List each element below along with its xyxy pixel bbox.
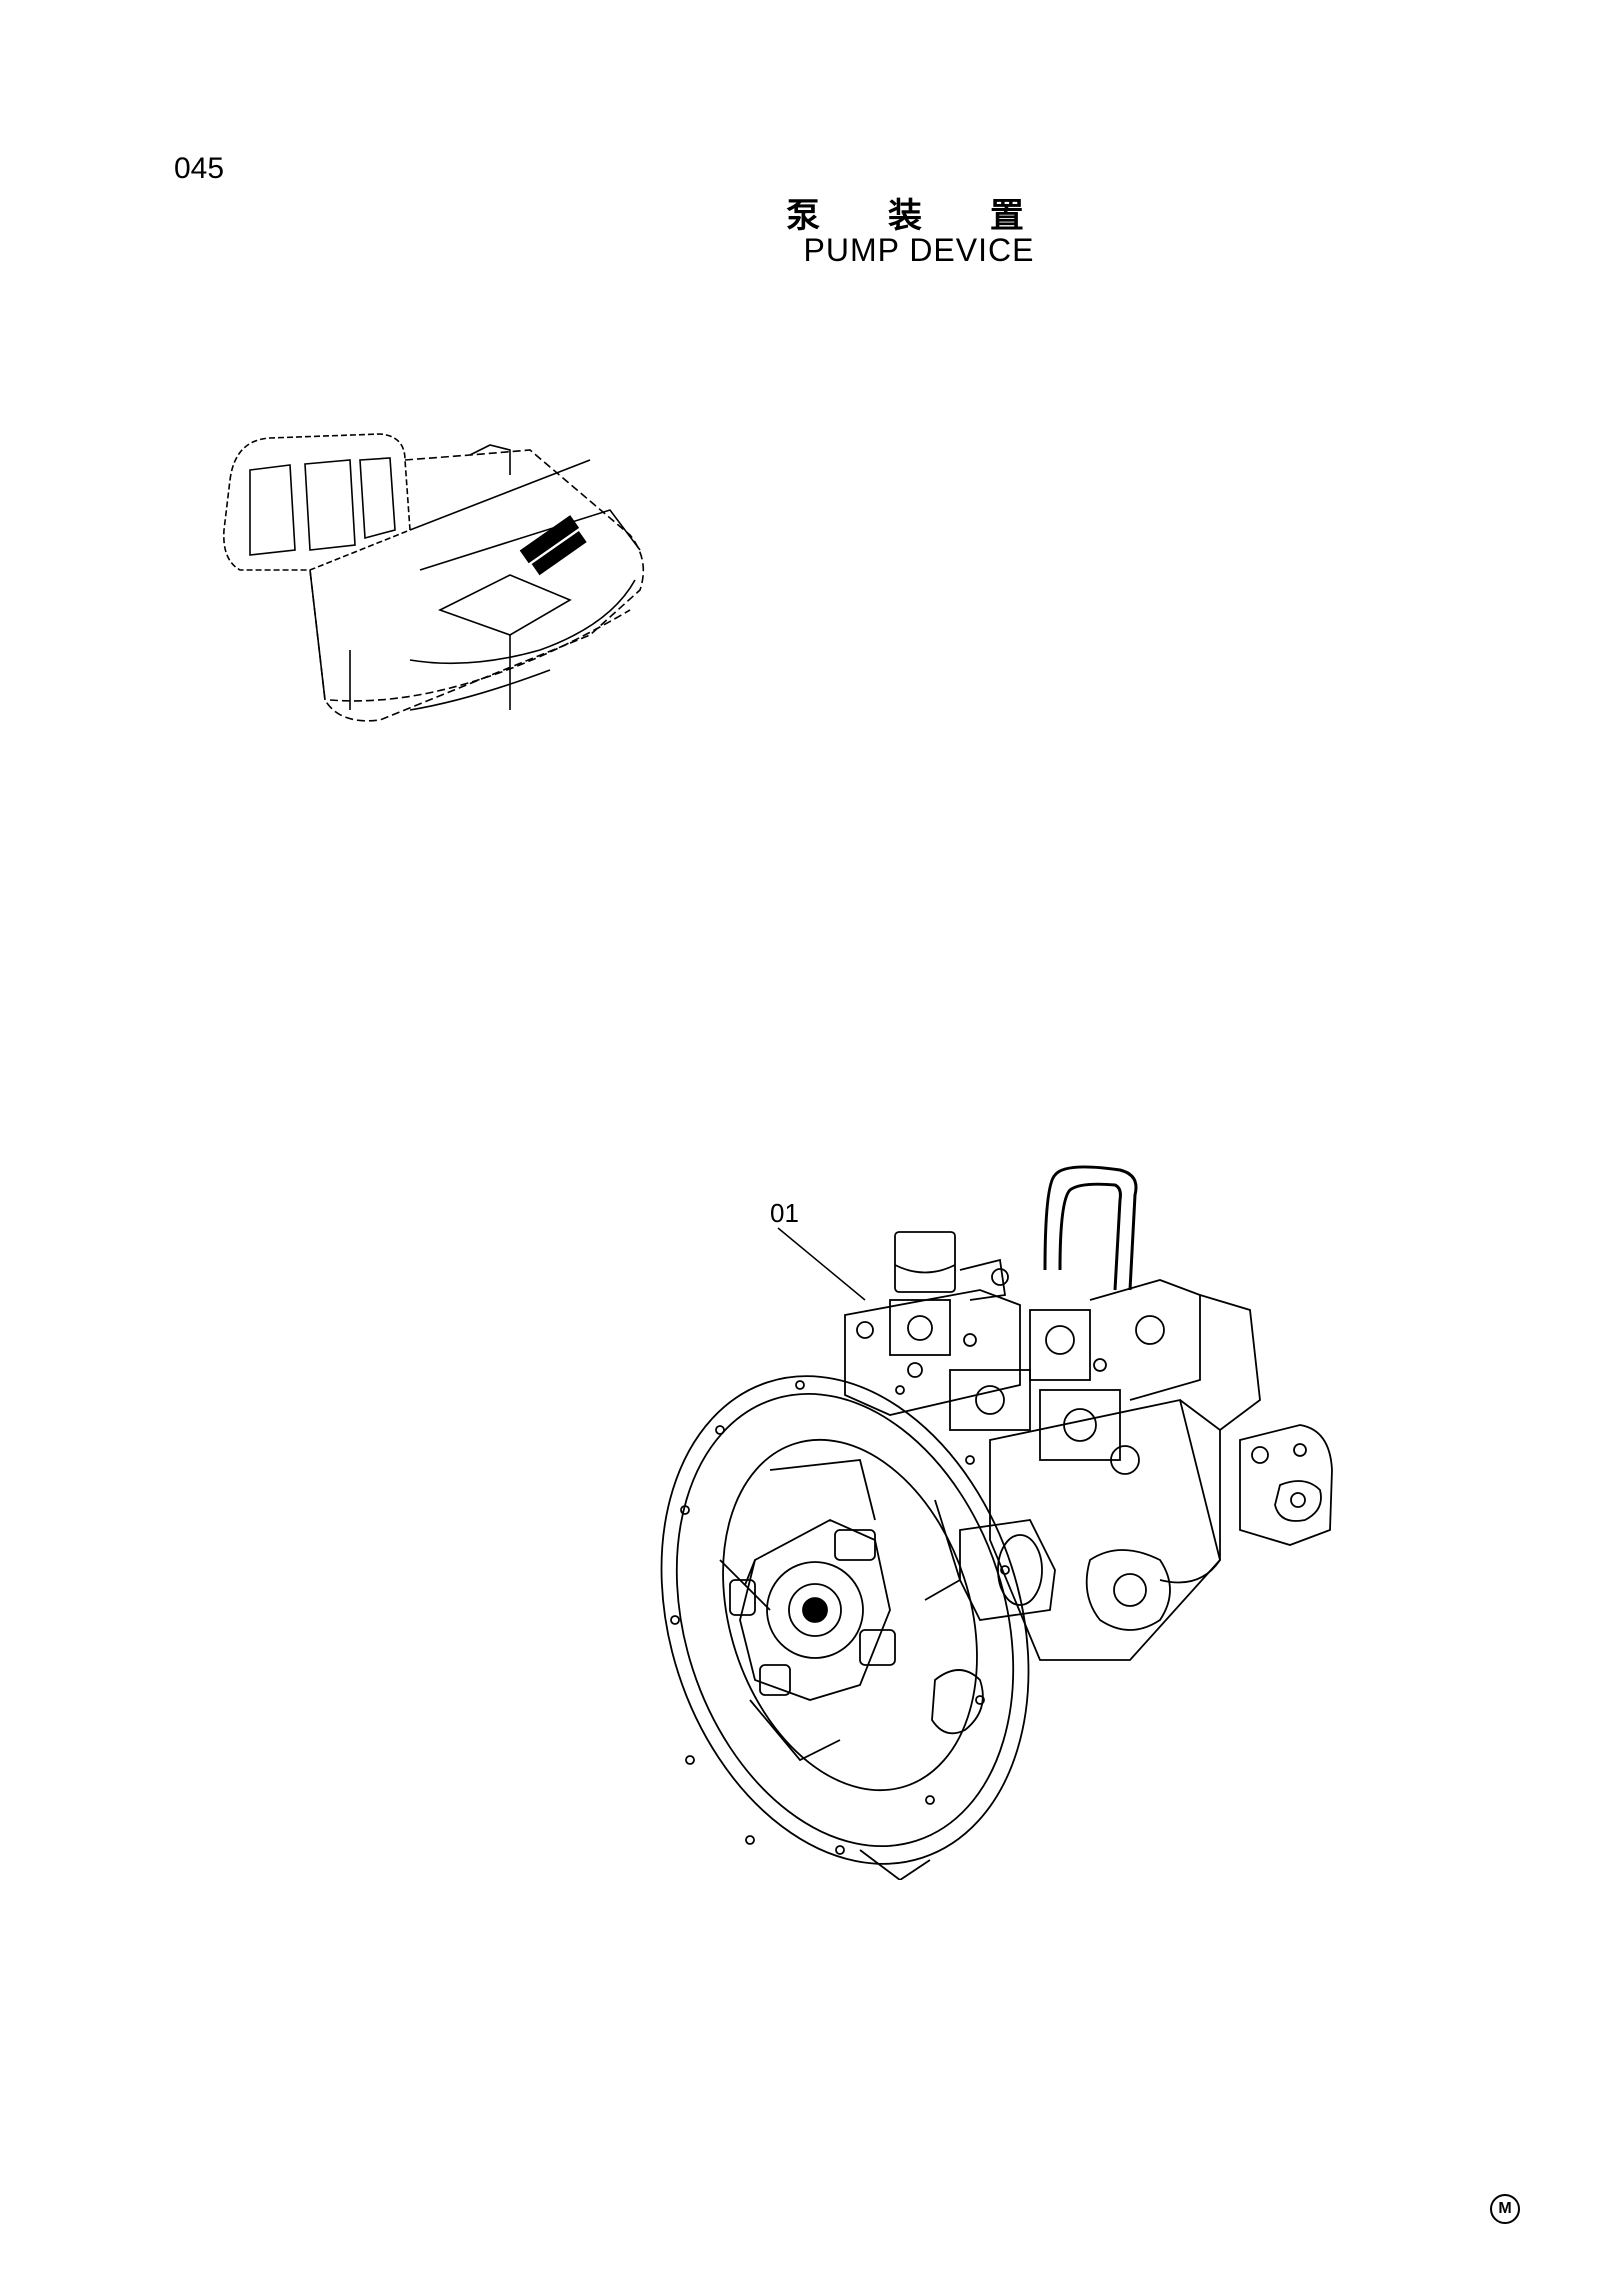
title-english: PUMP DEVICE	[803, 232, 1035, 268]
hydraulic-pump-assembly-icon	[660, 1140, 1340, 1880]
excavator-upper-structure-icon	[210, 420, 680, 750]
page-number: 045	[174, 152, 225, 185]
title-chinese: 泵 装 置	[786, 196, 1052, 236]
corner-mark-m-icon: M	[1490, 2194, 1520, 2224]
callout-label: 01	[770, 1198, 799, 1228]
